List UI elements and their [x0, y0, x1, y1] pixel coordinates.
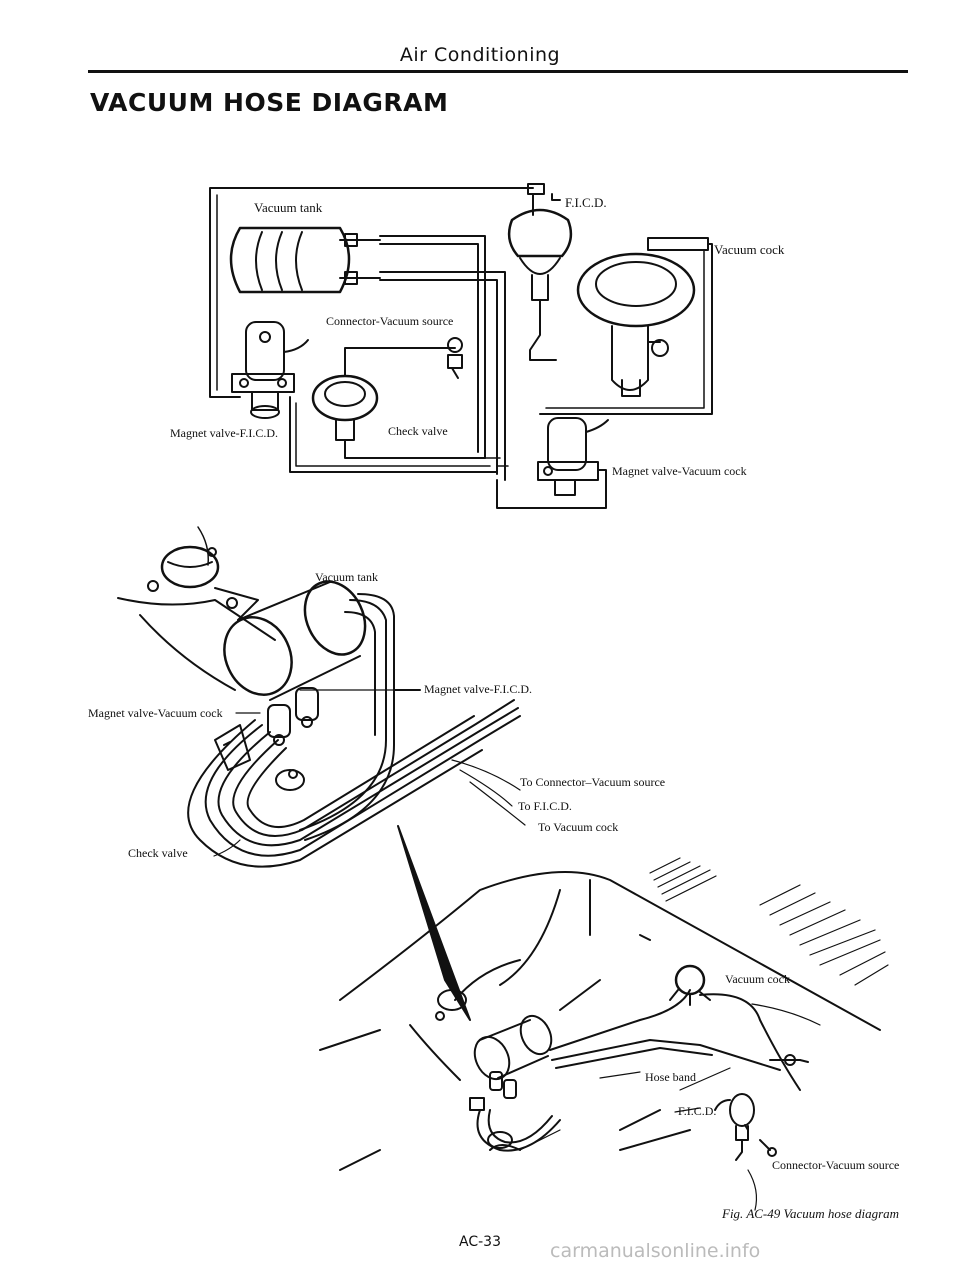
vacuum-tank-schematic [229, 226, 381, 294]
label-vacuum-tank-assembly: Vacuum tank [315, 570, 378, 584]
hose-line [295, 402, 491, 467]
watermark: carmanualsonline.info [550, 1240, 761, 1262]
label-check-valve: Check valve [388, 424, 448, 438]
ficd-schematic [507, 183, 573, 361]
label-check-valve-assembly: Check valve [128, 846, 188, 860]
label-ficd-bay: F.I.C.D. [678, 1104, 717, 1118]
label-vacuum-tank: Vacuum tank [254, 200, 323, 215]
label-ficd: F.I.C.D. [565, 195, 607, 210]
check-valve-schematic [311, 337, 486, 459]
figure-caption: Fig. AC-49 Vacuum hose diagram [722, 1206, 900, 1221]
label-magnet-valve-vacuum-cock: Magnet valve-Vacuum cock [612, 464, 747, 478]
schematic-diagram [209, 183, 713, 509]
label-magnet-valve-vacuum-cock-assembly: Magnet valve-Vacuum cock [88, 706, 223, 720]
label-connector-vacuum-source: Connector-Vacuum source [326, 314, 454, 328]
label-hose-band: Hose band [645, 1070, 696, 1084]
label-to-ficd: To F.I.C.D. [518, 799, 572, 813]
label-to-connector: To Connector–Vacuum source [520, 775, 666, 789]
hose-line [379, 271, 506, 481]
hose-line [379, 235, 486, 459]
label-magnet-valve-ficd: Magnet valve-F.I.C.D. [170, 426, 279, 440]
header-rule [88, 70, 908, 73]
section-header: Air Conditioning [399, 44, 561, 66]
label-magnet-valve-ficd-assembly: Magnet valve-F.I.C.D. [424, 682, 533, 696]
vacuum-cock-schematic [539, 237, 713, 415]
label-connector-vacuum-source-bay: Connector-Vacuum source [772, 1158, 900, 1172]
label-vacuum-cock-bay: Vacuum cock [725, 972, 790, 986]
assembly-illustration [117, 526, 526, 1021]
engine-bay-illustration [319, 857, 889, 1211]
hose-line [289, 396, 498, 473]
magnet-valve-vacuum-cock-schematic [496, 417, 609, 509]
magnet-valve-ficd-schematic [231, 321, 309, 419]
page-title: VACUUM HOSE DIAGRAM [90, 88, 449, 117]
label-vacuum-cock: Vacuum cock [714, 242, 785, 257]
hose-line [209, 187, 534, 398]
page-number: AC-33 [459, 1234, 501, 1250]
label-to-vacuum-cock: To Vacuum cock [538, 820, 619, 834]
